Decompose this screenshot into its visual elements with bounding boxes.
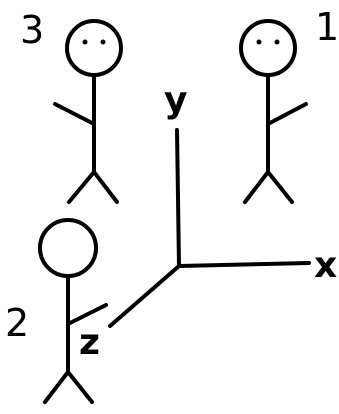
figure-1-number: 2 [5, 301, 29, 345]
figure-1-left-leg [43, 370, 70, 404]
figure-2-arm [53, 102, 96, 126]
stick-figure-2 [53, 19, 123, 204]
y-axis-line [175, 128, 181, 268]
figure-3-right-leg [266, 170, 294, 204]
figure-3-head [239, 19, 297, 77]
stick-figure-1 [38, 218, 108, 404]
figure-2-left-leg [67, 170, 96, 204]
stick-figure-3 [239, 19, 308, 204]
figure-2-left-eye [82, 39, 88, 45]
figure-3-right-eye [274, 39, 280, 45]
figure-1-head [38, 218, 98, 278]
figure-1-right-leg [66, 370, 94, 404]
figure-3-left-leg [243, 170, 270, 204]
figure-3-number: 1 [315, 5, 339, 49]
figure-2-right-eye [100, 39, 106, 45]
x-axis-line [177, 261, 311, 268]
coordinate-axes [108, 128, 311, 328]
y-axis-label: y [164, 80, 187, 121]
figure-3-arm [266, 102, 308, 126]
z-axis-label: z [79, 322, 100, 363]
figure-2-right-leg [92, 170, 119, 204]
x-axis-label: x [314, 245, 337, 286]
z-axis-line [108, 264, 181, 328]
figure-2-number: 3 [20, 8, 44, 52]
figure-3-left-eye [256, 39, 262, 45]
figure-1-arm [66, 303, 108, 326]
figure-2-head [65, 19, 123, 77]
